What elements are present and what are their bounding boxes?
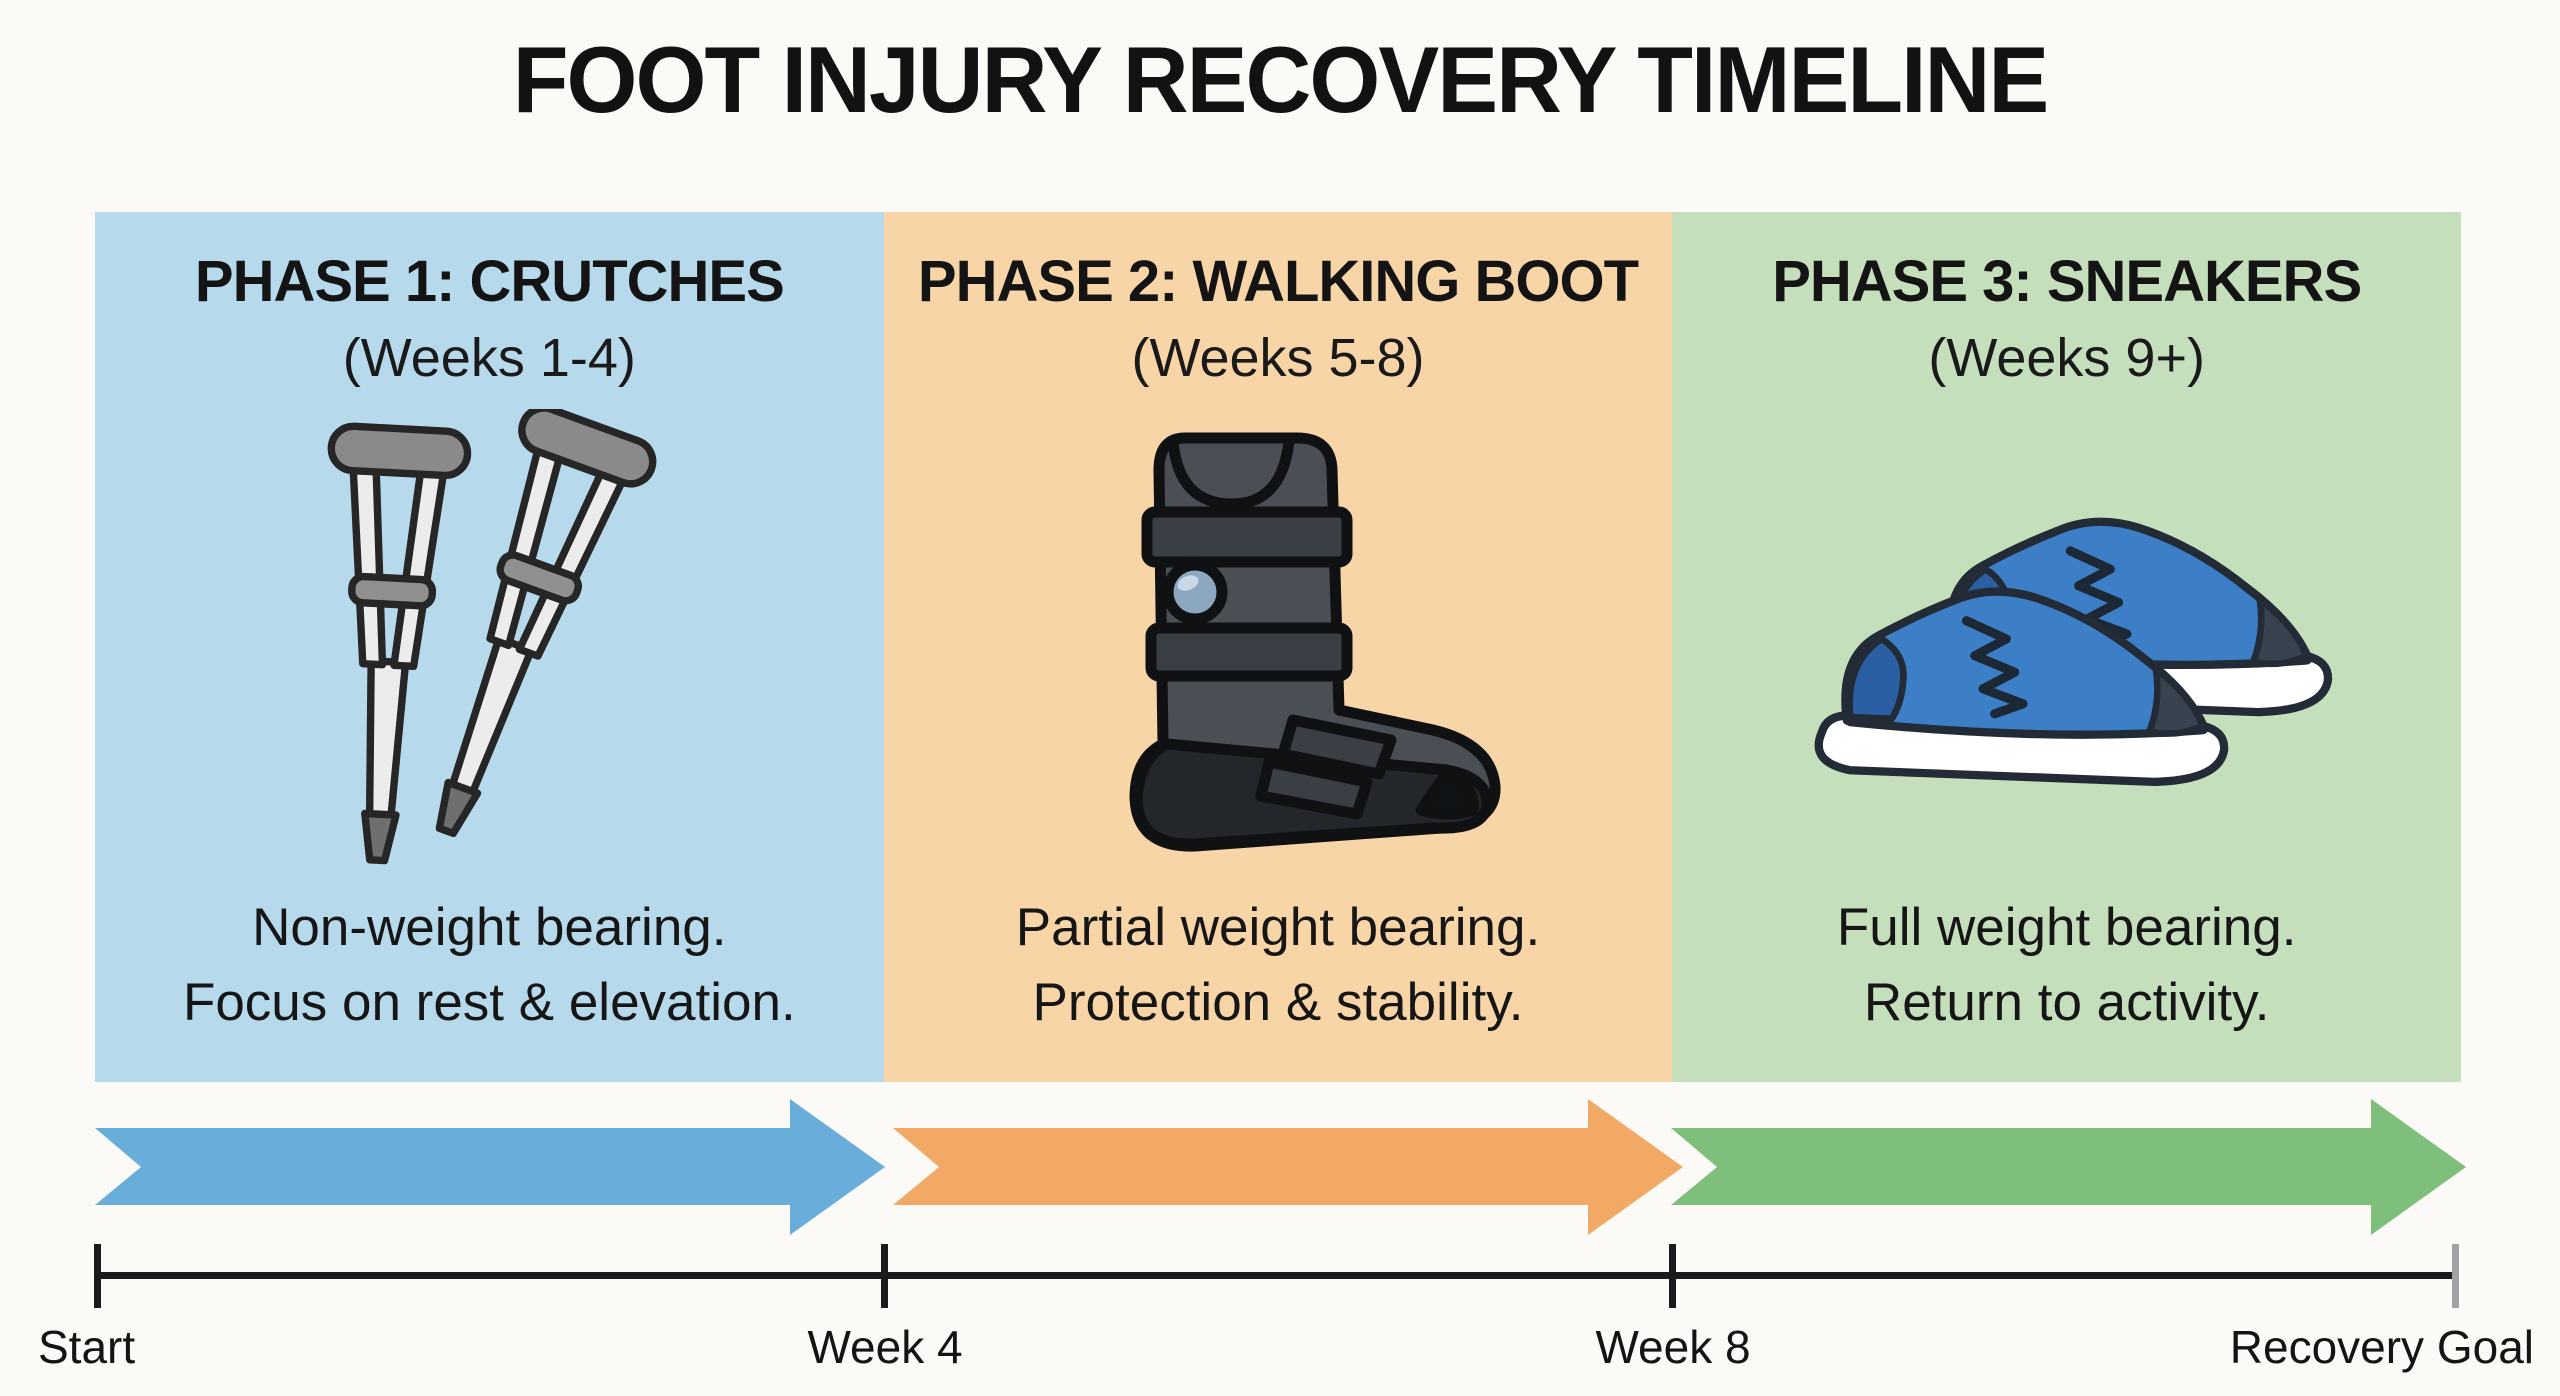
timeline-tick-week4 bbox=[881, 1244, 888, 1308]
timeline-label-goal: Recovery Goal bbox=[2229, 1321, 2534, 1373]
phase-1-illustration bbox=[95, 389, 884, 890]
phase-3-title: PHASE 3: SNEAKERS bbox=[1772, 249, 2362, 314]
crutches-icon bbox=[300, 409, 678, 869]
timeline-tick-start bbox=[94, 1244, 101, 1308]
blue-arrow-icon bbox=[95, 1099, 885, 1235]
phase-2-panel: PHASE 2: WALKING BOOT (Weeks 5-8) bbox=[883, 212, 1673, 1082]
timeline-label-week4: Week 4 bbox=[807, 1321, 963, 1373]
phase-2-weeks: (Weeks 5-8) bbox=[1131, 328, 1425, 388]
phase-2-arrow bbox=[893, 1097, 1683, 1237]
timeline-axis bbox=[95, 1272, 2459, 1279]
timeline-tick-week8 bbox=[1669, 1244, 1676, 1308]
phase-panels: PHASE 1: CRUTCHES (Weeks 1-4) bbox=[95, 212, 2462, 1082]
phase-3-panel: PHASE 3: SNEAKERS (Weeks 9+) bbox=[1672, 212, 2462, 1082]
orange-arrow-icon bbox=[893, 1099, 1683, 1235]
phase-1-description: Non-weight bearing. Focus on rest & elev… bbox=[183, 890, 796, 1041]
phase-1-description-line1: Non-weight bearing. bbox=[252, 897, 727, 957]
timeline-label-week8: Week 8 bbox=[1595, 1321, 1751, 1373]
green-arrow-icon bbox=[1671, 1099, 2466, 1235]
phase-3-arrow bbox=[1671, 1097, 2466, 1237]
phase-3-description: Full weight bearing. Return to activity. bbox=[1837, 890, 2297, 1041]
phase-3-description-line2: Return to activity. bbox=[1863, 972, 2270, 1032]
phase-1-panel: PHASE 1: CRUTCHES (Weeks 1-4) bbox=[95, 212, 884, 1082]
sneakers-icon bbox=[1797, 481, 2337, 797]
phase-1-description-line2: Focus on rest & elevation. bbox=[182, 972, 796, 1032]
phase-3-weeks: (Weeks 9+) bbox=[1928, 328, 2205, 388]
phase-3-illustration bbox=[1672, 389, 2461, 890]
page-title: FOOT INJURY RECOVERY TIMELINE bbox=[512, 27, 2049, 132]
phase-3-description-line1: Full weight bearing. bbox=[1836, 897, 2297, 957]
phase-1-arrow bbox=[95, 1097, 885, 1237]
phase-1-title: PHASE 1: CRUTCHES bbox=[194, 249, 785, 314]
phase-2-description: Partial weight bearing. Protection & sta… bbox=[1016, 890, 1540, 1041]
timeline-tick-goal bbox=[2452, 1244, 2459, 1308]
phase-1-weeks: (Weeks 1-4) bbox=[342, 328, 636, 388]
phase-2-title: PHASE 2: WALKING BOOT bbox=[917, 249, 1639, 314]
phase-2-illustration bbox=[884, 389, 1673, 890]
timeline-label-start: Start bbox=[38, 1321, 136, 1373]
phase-2-description-line2: Protection & stability. bbox=[1032, 972, 1524, 1032]
walking-boot-icon bbox=[1129, 432, 1501, 852]
phase-2-description-line1: Partial weight bearing. bbox=[1015, 897, 1541, 957]
